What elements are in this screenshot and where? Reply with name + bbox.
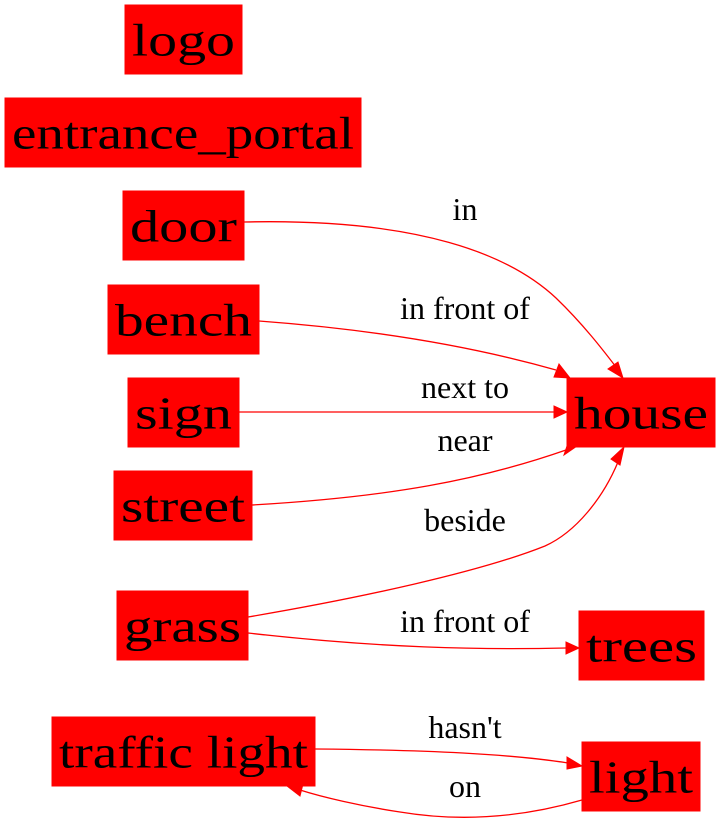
node-street: street xyxy=(113,470,253,541)
node-light: light xyxy=(581,741,701,812)
edge-label: in front of xyxy=(400,603,530,639)
node-label: light xyxy=(589,752,693,803)
node-bench: bench xyxy=(107,284,260,355)
node-box xyxy=(4,97,362,168)
edge-line xyxy=(251,449,567,506)
node-label: bench xyxy=(115,295,252,346)
node-label: door xyxy=(130,201,237,252)
edge-label: in xyxy=(453,191,478,227)
node-label: grass xyxy=(124,601,241,652)
node-box xyxy=(113,470,253,541)
arrowhead-icon xyxy=(566,756,584,770)
edge-label: in front of xyxy=(400,290,530,326)
node-box xyxy=(51,716,316,787)
node-sign: sign xyxy=(127,377,240,448)
node-box xyxy=(116,590,249,661)
node-traffic_light: traffic light xyxy=(51,716,316,787)
node-box xyxy=(127,377,240,448)
edge-grass-trees: in front of xyxy=(247,603,581,655)
edge-bench-house: in front of xyxy=(258,290,572,379)
node-box xyxy=(581,741,701,812)
node-label: traffic light xyxy=(59,727,308,778)
node-label: house xyxy=(574,388,708,439)
node-box xyxy=(566,377,716,448)
edge-traffic_light-light: hasn't xyxy=(314,709,584,770)
edge-sign-house: next to xyxy=(239,369,569,419)
edge-light-traffic_light: on xyxy=(285,768,583,819)
node-box xyxy=(578,610,705,681)
edge-line xyxy=(299,789,583,819)
node-house: house xyxy=(566,377,716,448)
arrowhead-icon xyxy=(565,641,581,655)
edge-label: near xyxy=(437,422,492,458)
arrowhead-icon xyxy=(553,362,572,379)
edge-label: hasn't xyxy=(428,709,501,745)
edge-line xyxy=(243,221,617,368)
edge-door-house: in xyxy=(243,191,624,380)
edge-label: beside xyxy=(424,502,506,538)
edge-label: on xyxy=(449,768,481,804)
node-label: entrance_portal xyxy=(12,108,354,159)
node-label: trees xyxy=(586,621,697,672)
node-box xyxy=(124,4,243,75)
arrowhead-icon xyxy=(553,405,569,419)
edge-line xyxy=(314,748,569,764)
node-entrance_portal: entrance_portal xyxy=(4,97,362,168)
node-logo: logo xyxy=(124,4,243,75)
node-door: door xyxy=(122,190,245,261)
edge-label: next to xyxy=(421,369,509,405)
edge-line xyxy=(247,632,567,650)
edge-street-house: near xyxy=(251,422,582,506)
edge-grass-house: beside xyxy=(247,445,625,618)
node-box xyxy=(122,190,245,261)
arrowhead-icon xyxy=(610,445,625,466)
node-label: sign xyxy=(135,388,232,439)
edge-line xyxy=(247,461,619,618)
edge-line xyxy=(258,320,557,371)
node-label: logo xyxy=(132,15,235,66)
node-box xyxy=(107,284,260,355)
node-trees: trees xyxy=(578,610,705,681)
arrowhead-icon xyxy=(607,361,624,380)
node-grass: grass xyxy=(116,590,249,661)
node-label: street xyxy=(121,481,245,532)
